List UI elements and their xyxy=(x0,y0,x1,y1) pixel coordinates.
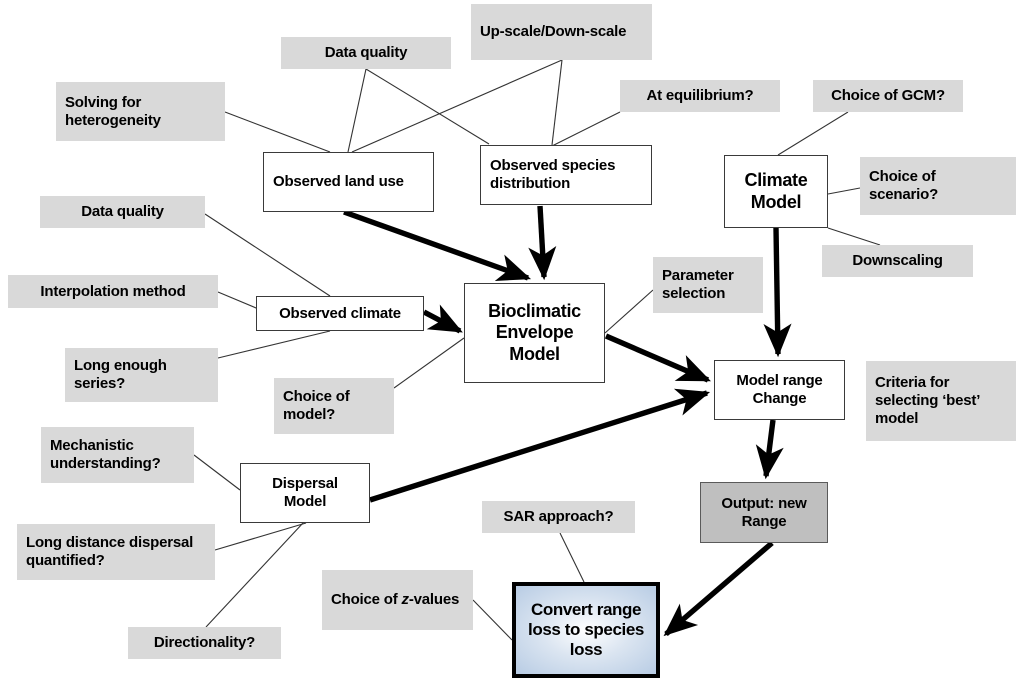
output-new-range: Output: new Range xyxy=(700,482,828,543)
arrow-climate-model-to-model-range xyxy=(763,227,792,358)
node-label: SAR approach? xyxy=(503,508,614,526)
annotation-criteria-for-selecting-best-model: Criteria for selecting ‘best’ model xyxy=(866,361,1016,441)
node-label: Model range Change xyxy=(736,372,823,407)
edge-choice-z-values-to-convert xyxy=(472,599,513,641)
process-dispersal-model: Dispersal Model xyxy=(240,463,370,523)
annotation-choice-of-model: Choice of model? xyxy=(274,378,394,434)
edge-at-equilibrium-to-observed-species xyxy=(547,111,621,149)
node-label: Choice of model? xyxy=(283,388,350,423)
node-label: Climate Model xyxy=(744,170,808,212)
arrow-species-to-bioclimatic xyxy=(528,205,557,281)
annotation-choice-of-gcm: Choice of GCM? xyxy=(813,80,963,112)
node-label: Data quality xyxy=(81,203,164,221)
edge-data-quality-top-to-observed-land-use xyxy=(347,68,367,153)
annotation-data-quality-left: Data quality xyxy=(40,196,205,228)
edge-parameter-selection-to-bioclimatic xyxy=(604,289,654,334)
node-label: Choice of GCM? xyxy=(831,87,945,105)
node-label: Mechanistic understanding? xyxy=(50,437,161,472)
annotation-downscaling: Downscaling xyxy=(822,245,973,277)
edge-downscaling-to-climate-model xyxy=(827,227,881,246)
process-climate-model: Climate Model xyxy=(724,155,828,228)
node-label: Long enough series? xyxy=(74,357,167,392)
annotation-directionality: Directionality? xyxy=(128,627,281,659)
edge-upscale-to-observed-land-use xyxy=(351,59,563,153)
arrow-bioclimatic-to-model-range xyxy=(604,333,711,383)
node-label: Convert range loss to species loss xyxy=(528,599,644,660)
node-label: Choice of scenario? xyxy=(869,168,939,203)
process-model-range-change: Model range Change xyxy=(714,360,845,420)
node-label: Parameter selection xyxy=(662,267,734,302)
node-label: At equilibrium? xyxy=(646,87,754,105)
annotation-at-equilibrium: At equilibrium? xyxy=(620,80,780,112)
edge-directionality-to-dispersal xyxy=(205,522,304,628)
annotation-up-scale-down-scale: Up-scale/Down-scale xyxy=(471,4,652,60)
node-label: Choice of z-values xyxy=(331,591,460,609)
edge-sar-approach-to-convert xyxy=(559,532,585,583)
arrow-model-range-to-output xyxy=(755,419,784,480)
node-label: Criteria for selecting ‘best’ model xyxy=(875,374,980,427)
annotation-mechanistic-understanding: Mechanistic understanding? xyxy=(41,427,194,483)
edge-mechanistic-to-dispersal xyxy=(193,454,241,491)
node-label: Directionality? xyxy=(153,634,256,652)
node-label: Solving for heterogeneity xyxy=(65,93,161,129)
process-observed-land-use: Observed land use xyxy=(263,152,434,212)
edge-choice-gcm-to-climate-model xyxy=(777,111,849,156)
node-label: Downscaling xyxy=(852,252,943,270)
annotation-choice-of-z-values: Choice of z-values xyxy=(322,570,473,630)
node-label: Observed climate xyxy=(279,304,401,322)
node-label: Data quality xyxy=(324,44,408,62)
annotation-interpolation-method: Interpolation method xyxy=(8,275,218,308)
edge-long-distance-to-dispersal xyxy=(214,522,307,551)
edge-data-quality-top-to-observed-species xyxy=(365,68,490,145)
node-label: Long distance dispersal quantified? xyxy=(26,534,194,569)
edge-choice-scenario-to-climate-model xyxy=(827,187,861,195)
annotation-choice-of-scenario: Choice of scenario? xyxy=(860,157,1016,215)
arrow-observed-climate-to-bioclimatic xyxy=(422,304,463,334)
process-observed-species-distribution: Observed species distribution xyxy=(480,145,652,205)
node-label: Output: new Range xyxy=(721,494,807,530)
annotation-long-enough-series: Long enough series? xyxy=(65,348,218,402)
node-label: Observed land use xyxy=(273,173,404,191)
edge-choice-of-model-to-bioclimatic xyxy=(393,337,465,389)
process-observed-climate: Observed climate xyxy=(256,296,424,331)
annotation-parameter-selection: Parameter selection xyxy=(653,257,763,313)
edge-solving-heterogeneity-to-land-use xyxy=(224,111,331,153)
terminal-convert-range-loss-to-species-loss: Convert range loss to species loss xyxy=(512,582,660,678)
edge-long-enough-series-to-observed-climate xyxy=(217,330,331,359)
node-label: Bioclimatic Envelope Model xyxy=(488,301,581,364)
edge-data-quality-left-to-observed-climate xyxy=(204,213,331,297)
node-label: Dispersal Model xyxy=(272,475,338,510)
node-label: Up-scale/Down-scale xyxy=(480,23,627,41)
arrow-land-use-to-bioclimatic xyxy=(343,209,532,282)
annotation-solving-for-heterogeneity: Solving for heterogeneity xyxy=(56,82,225,141)
process-bioclimatic-envelope-model: Bioclimatic Envelope Model xyxy=(464,283,605,383)
arrow-dispersal-to-model-range xyxy=(369,388,711,503)
annotation-long-distance-dispersal-quantified: Long distance dispersal quantified? xyxy=(17,524,215,580)
node-label: Observed species distribution xyxy=(490,157,616,192)
node-label: Interpolation method xyxy=(40,282,186,300)
arrow-output-to-convert xyxy=(663,540,774,637)
annotation-data-quality-top: Data quality xyxy=(281,37,451,69)
edge-upscale-to-observed-species xyxy=(551,59,563,146)
annotation-sar-approach: SAR approach? xyxy=(482,501,635,533)
